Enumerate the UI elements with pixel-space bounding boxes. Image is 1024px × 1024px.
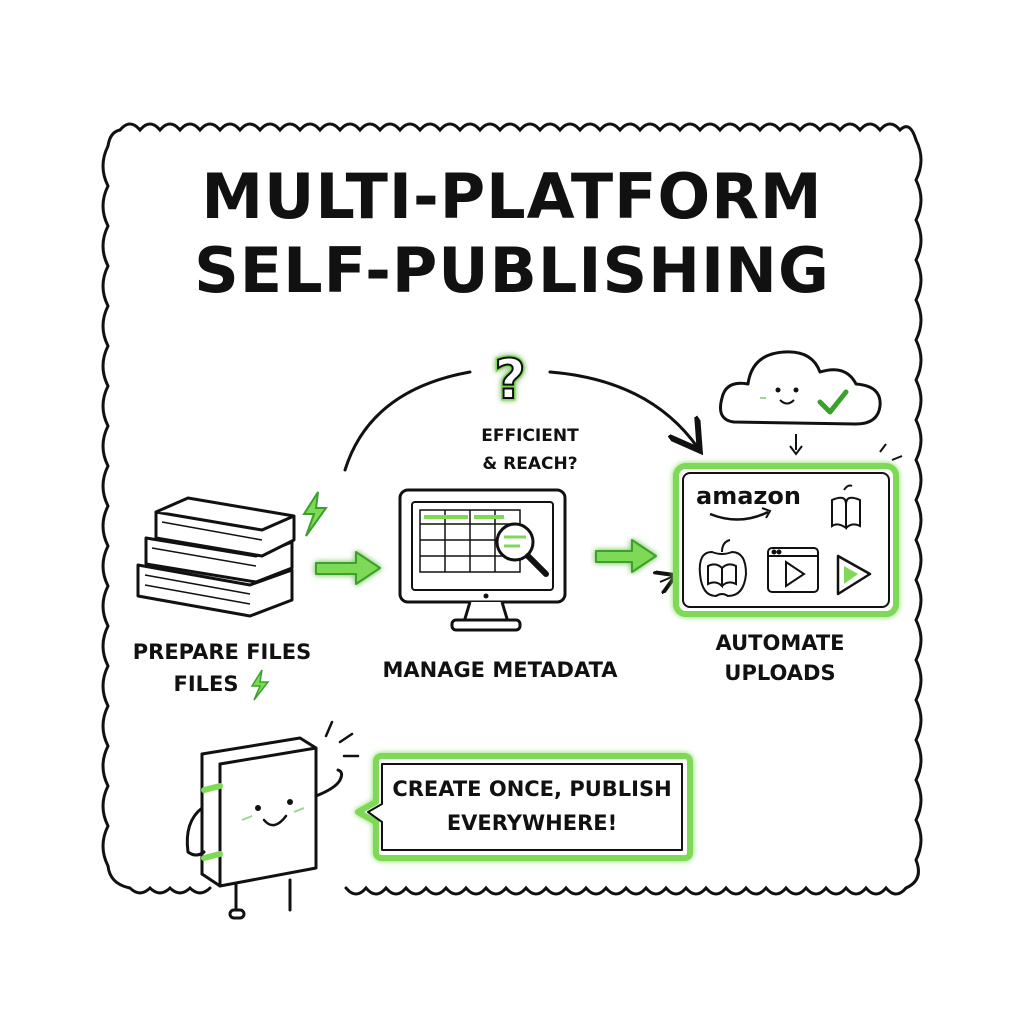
amazon-smile <box>709 510 769 521</box>
step-3-line-2: UPLOADS <box>724 661 836 685</box>
platforms-box <box>673 463 899 617</box>
curved-flow-arrow-left <box>343 370 472 472</box>
title-line-1: MULTI-PLATFORM <box>201 160 823 233</box>
question-label: EFFICIENT & REACH? <box>460 422 600 478</box>
speech-line-2: EVERYWHERE! <box>446 811 618 835</box>
magnifier-icon <box>495 522 549 577</box>
question-line-2: & REACH? <box>482 454 578 474</box>
speech-line-1: CREATE ONCE, PUBLISH <box>392 777 672 801</box>
green-arrow-1 <box>315 551 381 585</box>
curved-flow-arrow-right <box>548 370 698 448</box>
amazon-logo: amazon <box>696 482 801 510</box>
apple-books-icon <box>831 484 861 530</box>
wavy-frame <box>101 122 923 896</box>
book-mascot-icon <box>185 736 344 920</box>
question-line-1: EFFICIENT <box>481 426 579 446</box>
step-1-line-1: PREPARE FILES <box>132 640 312 664</box>
mascot-smile <box>262 814 288 827</box>
step-3-line-1: AUTOMATE <box>715 631 845 655</box>
speech-text: CREATE ONCE, PUBLISH EVERYWHERE! <box>384 772 680 840</box>
step-1-line-2: FILES <box>173 672 239 696</box>
video-play-icon <box>767 547 819 593</box>
question-mark-icon: ? ? <box>492 346 528 414</box>
title-line-2: SELF-PUBLISHING <box>194 234 830 307</box>
lightning-icon <box>302 491 328 537</box>
svg-text:?: ? <box>494 348 525 411</box>
lightning-small-icon <box>250 669 270 701</box>
cloud-icon <box>719 350 882 426</box>
green-arrow-2 <box>595 539 657 573</box>
mascot-excite-marks <box>324 720 360 758</box>
speech-bubble <box>355 753 693 861</box>
book-stack-icon <box>136 496 296 618</box>
step-manage-metadata: MANAGE METADATA <box>382 658 618 682</box>
apple-books-large-icon <box>698 539 748 598</box>
checkmark-icon <box>817 389 849 415</box>
google-play-icon <box>836 554 872 596</box>
svg-text:?: ? <box>494 348 525 411</box>
step-prepare-files: PREPARE FILES FILES <box>124 636 320 700</box>
step-automate-uploads: AUTOMATE UPLOADS <box>690 628 870 688</box>
small-arrow <box>660 576 674 582</box>
computer-monitor-icon <box>398 488 567 632</box>
